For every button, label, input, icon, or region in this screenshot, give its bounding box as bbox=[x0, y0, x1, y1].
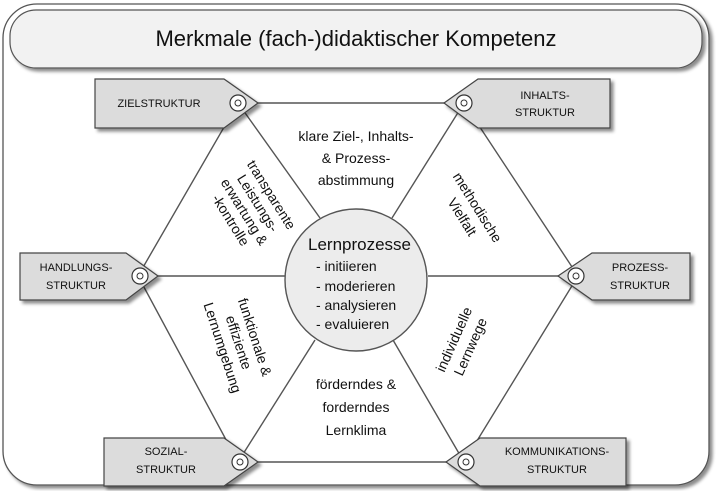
segment-top-line: & Prozess- bbox=[322, 150, 391, 166]
segment-bottom-line: förderndes & bbox=[316, 376, 397, 392]
tag-ring-icon bbox=[231, 453, 249, 471]
center-circle: Lernprozesse - initiieren - moderieren -… bbox=[284, 208, 428, 352]
tag-ring-icon bbox=[567, 267, 585, 285]
tag-inhaltsstruktur-line: INHALTS- bbox=[520, 90, 570, 102]
center-title: Lernprozesse bbox=[308, 235, 411, 254]
center-item-2: - moderieren bbox=[316, 278, 395, 294]
segment-bottom-line: forderndes bbox=[323, 399, 390, 415]
spoke-kommunikation bbox=[392, 339, 465, 463]
tag-zielstruktur-line: ZIELSTRUKTUR bbox=[117, 98, 200, 110]
center-item-3: - analysieren bbox=[316, 297, 396, 313]
tag-ring-icon bbox=[131, 267, 149, 285]
page-title: Merkmale (fach-)didaktischer Kompetenz bbox=[155, 26, 556, 51]
tag-prozessstruktur-line: PROZESS- bbox=[612, 262, 669, 274]
tag-ring-icon bbox=[229, 94, 247, 112]
spoke-sozial bbox=[237, 339, 316, 463]
tag-handlungsstruktur: HANDLUNGS- STRUKTUR bbox=[19, 252, 160, 301]
tag-inhaltsstruktur-line: STRUKTUR bbox=[515, 107, 575, 119]
segment-top: klare Ziel-, Inhalts- & Prozess- abstimm… bbox=[298, 128, 413, 188]
tag-prozessstruktur-line: STRUKTUR bbox=[610, 280, 670, 292]
tag-zielstruktur: ZIELSTRUKTUR bbox=[94, 78, 260, 129]
tag-handlungsstruktur-line: HANDLUNGS- bbox=[40, 262, 113, 274]
segment-top-line: klare Ziel-, Inhalts- bbox=[298, 128, 413, 144]
segment-bottom: förderndes & forderndes Lernklima bbox=[316, 376, 397, 438]
tag-sozialstruktur-line: SOZIAL- bbox=[145, 446, 188, 458]
segment-bottom-line: Lernklima bbox=[326, 422, 387, 438]
tag-kommunikationsstruktur: KOMMUNIKATIONS- STRUKTUR bbox=[444, 437, 627, 487]
tag-ring-icon bbox=[457, 453, 475, 471]
spoke-inhalt bbox=[391, 102, 465, 219]
spoke-ziel bbox=[237, 102, 321, 219]
tag-sozialstruktur: SOZIAL- STRUKTUR bbox=[103, 437, 260, 487]
tag-sozialstruktur-line: STRUKTUR bbox=[136, 464, 196, 476]
segment-top-line: abstimmung bbox=[318, 172, 394, 188]
center-item-4: - evaluieren bbox=[316, 316, 389, 332]
tag-ring-icon bbox=[455, 94, 473, 112]
tag-inhaltsstruktur: INHALTS- STRUKTUR bbox=[442, 78, 611, 129]
tag-prozessstruktur: PROZESS- STRUKTUR bbox=[556, 252, 691, 301]
tag-handlungsstruktur-line: STRUKTUR bbox=[46, 280, 106, 292]
title-band: Merkmale (fach-)didaktischer Kompetenz bbox=[9, 9, 703, 69]
spokes bbox=[138, 102, 578, 463]
tag-kommunikationsstruktur-line: KOMMUNIKATIONS- bbox=[505, 446, 610, 458]
tag-kommunikationsstruktur-line: STRUKTUR bbox=[527, 464, 587, 476]
center-item-1: - initiieren bbox=[316, 258, 377, 274]
